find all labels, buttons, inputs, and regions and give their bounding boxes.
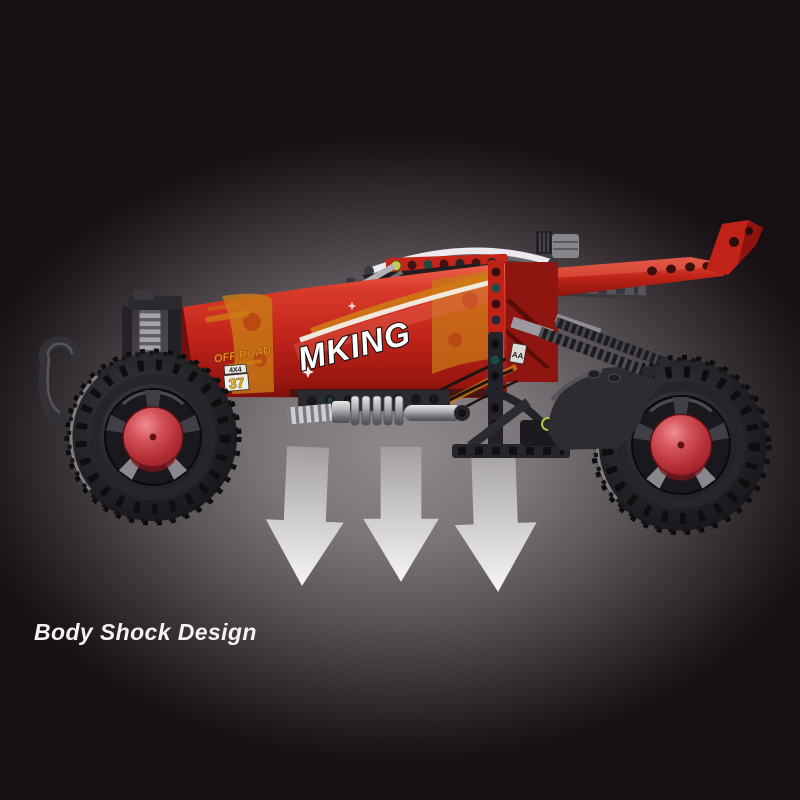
rear-fender [548,366,662,450]
svg-text:AA: AA [511,350,524,361]
down-arrows [262,444,540,594]
exhaust [287,395,470,426]
shock-absorbers [538,317,670,378]
buggy: MKING OFF ROAD 4X4 37 [38,220,769,533]
race-number-badge: 4X4 37 [223,363,250,392]
caption: Body Shock Design [34,619,257,645]
rear-wing [505,220,763,296]
aa-sticker: AA [509,342,527,365]
svg-text:4X4: 4X4 [229,366,242,374]
svg-text:37: 37 [228,374,245,391]
front-hook [38,336,82,428]
engine-block [536,231,579,258]
